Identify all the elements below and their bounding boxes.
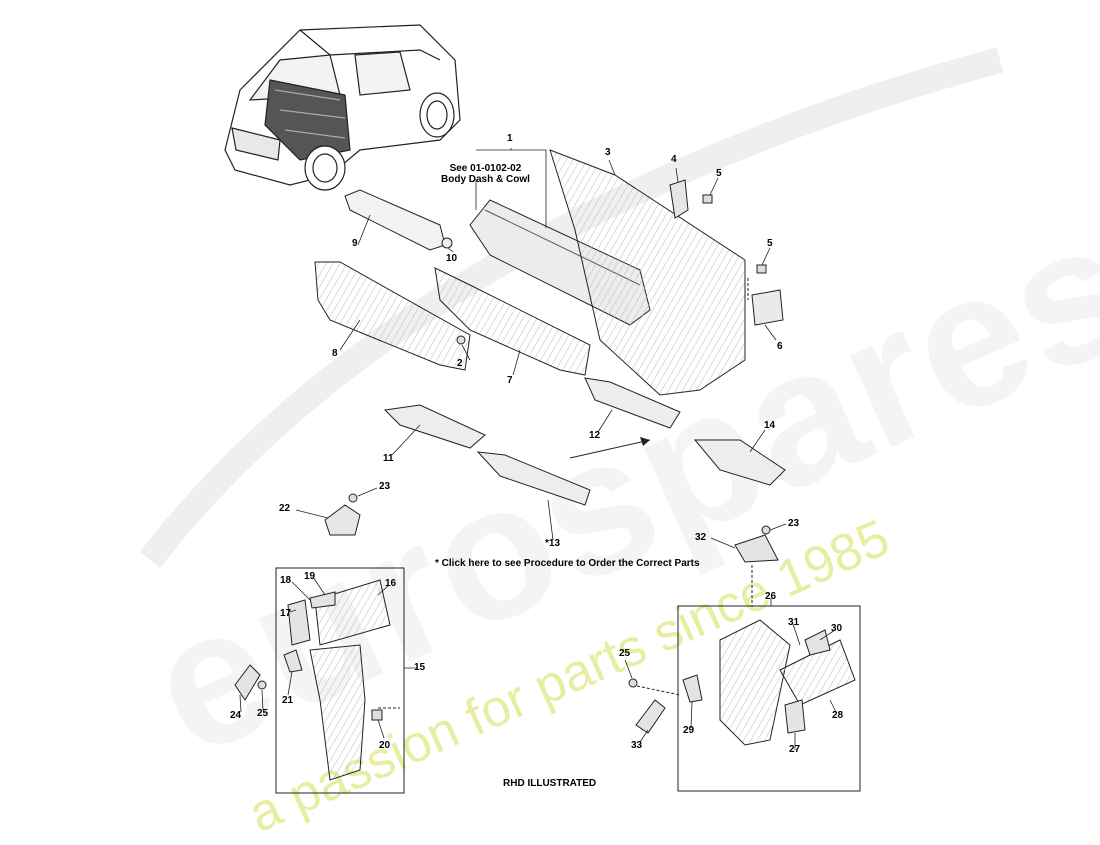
callout-9[interactable]: 9	[352, 238, 358, 249]
rhd-illustrated-note: RHD ILLUSTRATED	[503, 778, 597, 789]
callout-18[interactable]: 18	[280, 575, 292, 586]
callout-14[interactable]: 14	[764, 420, 776, 431]
callout-13[interactable]: *13	[545, 538, 561, 549]
part-30-shape	[804, 629, 831, 656]
part-6-shape	[751, 289, 784, 326]
diagram-drawing	[139, 24, 1004, 794]
reference-note-line2: Body Dash & Cowl	[441, 174, 530, 185]
callout-23-right[interactable]: 23	[788, 518, 800, 529]
callout-19[interactable]: 19	[304, 571, 316, 582]
callout-23-left[interactable]: 23	[379, 481, 391, 492]
callout-31[interactable]: 31	[788, 617, 800, 628]
part-12-shape	[584, 377, 681, 429]
callout-32[interactable]: 32	[695, 532, 707, 543]
callout-4[interactable]: 4	[671, 154, 677, 165]
part-18-shape	[309, 591, 336, 609]
callout-11[interactable]: 11	[383, 453, 394, 464]
part-26-shape	[719, 619, 791, 746]
callout-7[interactable]: 7	[507, 375, 513, 386]
part-23-shape-b	[761, 525, 771, 535]
callout-25-right[interactable]: 25	[619, 648, 631, 659]
part-27-shape	[784, 699, 806, 734]
part-13-shape	[476, 451, 591, 506]
callout-5-mid[interactable]: 5	[767, 238, 773, 249]
parts-diagram: eurospares a passion for parts since 198…	[121, 24, 1100, 844]
part-25-shape-a	[257, 680, 267, 690]
part-33-shape	[635, 699, 666, 734]
part-8-shape	[314, 261, 471, 371]
callout-26[interactable]: 26	[765, 591, 777, 602]
part-16-shape	[314, 579, 391, 646]
part-25-shape-b	[628, 678, 638, 688]
part-11-shape	[383, 404, 486, 449]
callout-28[interactable]: 28	[832, 710, 844, 721]
part-2-shape	[456, 335, 466, 345]
callout-2[interactable]: 2	[457, 358, 463, 369]
callout-6[interactable]: 6	[777, 341, 783, 352]
callout-21[interactable]: 21	[282, 695, 294, 706]
callout-20[interactable]: 20	[379, 740, 391, 751]
callout-8[interactable]: 8	[332, 348, 338, 359]
part-17-shape	[287, 599, 311, 646]
reference-note-line1: See 01-0102-02	[449, 163, 522, 174]
callout-25-left[interactable]: 25	[257, 708, 269, 719]
callout-12[interactable]: 12	[589, 430, 601, 441]
callout-15[interactable]: 15	[414, 662, 426, 673]
part-14-shape	[693, 439, 786, 486]
part-29-shape	[682, 674, 703, 703]
part-7-shape	[434, 267, 591, 376]
part-5-shape-b	[756, 264, 767, 274]
callout-27[interactable]: 27	[789, 744, 801, 755]
part-body-left	[309, 644, 366, 781]
callout-30[interactable]: 30	[831, 623, 843, 634]
part-32-shape	[734, 534, 779, 563]
callout-1[interactable]: 1	[507, 133, 513, 144]
reference-note[interactable]: See 01-0102-02 Body Dash & Cowl	[441, 163, 530, 185]
callout-10[interactable]: 10	[446, 253, 458, 264]
callout-16[interactable]: 16	[385, 578, 397, 589]
callout-3[interactable]: 3	[605, 147, 611, 158]
callout-29[interactable]: 29	[683, 725, 695, 736]
part-5-shape-a	[702, 194, 713, 204]
group-15-frame	[275, 567, 405, 794]
callout-33[interactable]: 33	[631, 740, 643, 751]
group-26-frame	[677, 605, 861, 792]
part-21-shape	[283, 649, 303, 673]
order-procedure-link[interactable]: * Click here to see Procedure to Order t…	[435, 558, 700, 569]
callout-22[interactable]: 22	[279, 503, 291, 514]
part-3-shape	[549, 149, 746, 396]
part-23-shape-a	[348, 493, 358, 503]
car-illustration	[224, 24, 461, 191]
part-10-shape	[441, 237, 453, 249]
part-24-shape	[234, 664, 261, 701]
part-4-shape	[669, 179, 689, 219]
part-22-shape	[324, 504, 361, 536]
callout-17[interactable]: 17	[280, 608, 292, 619]
leader-lines	[239, 148, 837, 750]
callout-24[interactable]: 24	[230, 710, 242, 721]
part-20-shape	[371, 709, 383, 721]
callout-5-top[interactable]: 5	[716, 168, 722, 179]
